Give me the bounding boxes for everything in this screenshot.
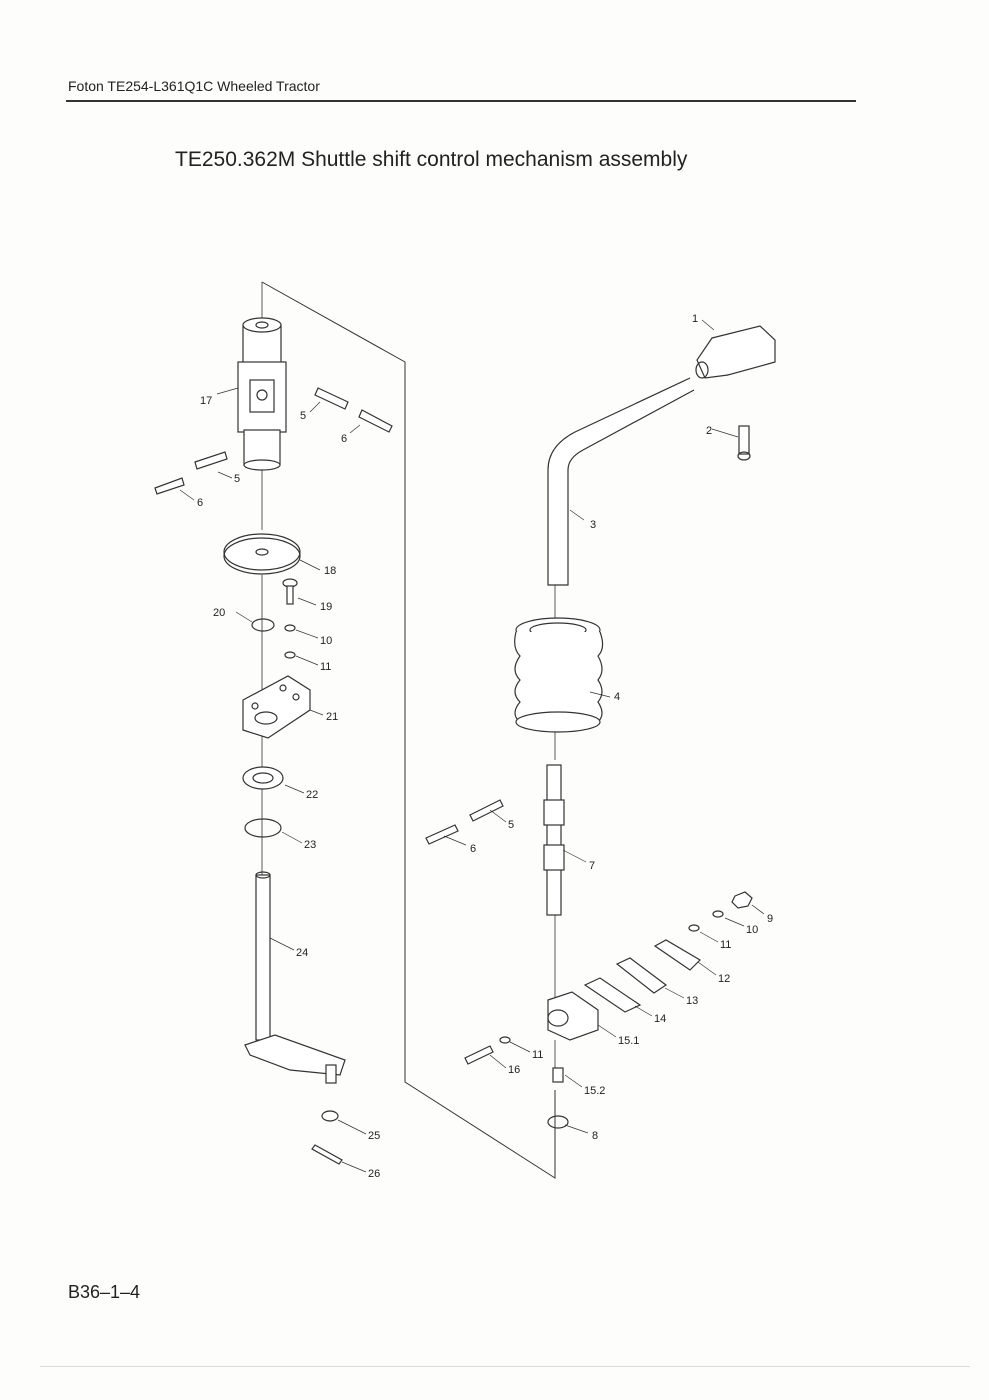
callout-15-2: 15.2 [584,1085,605,1097]
nut-9 [731,891,753,909]
callout-15-1: 15.1 [618,1035,639,1047]
callout-7: 7 [589,860,595,872]
callout-17: 17 [200,395,212,407]
universal-joint-17 [237,317,287,471]
callout-2: 2 [706,425,712,437]
callout-20: 20 [213,607,225,619]
bolt-19 [282,578,298,605]
pin-5a [314,387,349,410]
callout-5c: 5 [508,819,514,831]
washer-10b [712,910,724,918]
washer-11b [688,924,700,932]
callout-11c: 11 [532,1049,543,1061]
callout-26: 26 [368,1168,380,1180]
bearing-22 [242,766,284,790]
pin-6c [425,824,459,845]
washer-11c [499,1036,511,1044]
callout-10b: 10 [746,924,758,936]
shaft-7 [543,764,565,916]
callout-23: 23 [304,839,316,851]
callout-3: 3 [590,519,596,531]
callout-13: 13 [686,995,698,1007]
callout-10a: 10 [320,635,332,647]
washer-8 [547,1115,569,1129]
callout-8: 8 [592,1130,598,1142]
callout-21: 21 [326,711,338,723]
lever-3 [547,377,695,586]
screw-2 [737,425,751,461]
assembly-frame [261,281,556,1179]
circlip-23 [244,818,282,838]
washer-10a [284,624,296,632]
callout-6c: 6 [470,843,476,855]
footer-rule [40,1366,970,1367]
rubber-boot-4 [514,617,604,733]
callout-12: 12 [718,973,730,985]
plate-14 [583,977,642,1013]
callout-5b: 5 [234,473,240,485]
callout-6a: 6 [341,433,347,445]
callout-25: 25 [368,1130,380,1142]
callout-11b: 11 [720,939,731,951]
header-rule [66,100,856,102]
callout-18: 18 [324,565,336,577]
diagram-title: TE250.362M Shuttle shift control mechani… [175,148,688,171]
callout-11a: 11 [320,661,331,673]
pin-5c [469,799,504,822]
bushing-15-2 [552,1067,564,1083]
callout-5a: 5 [300,410,306,422]
bracket-15-1 [547,991,599,1041]
callout-24: 24 [296,947,308,959]
callout-14: 14 [654,1013,666,1025]
callout-16: 16 [508,1064,520,1076]
callout-9: 9 [767,913,773,925]
callout-19: 19 [320,601,332,613]
pin-5b [194,451,228,470]
callout-22: 22 [306,789,318,801]
shaft-24 [244,871,346,1084]
callout-6b: 6 [197,497,203,509]
washer-25 [321,1110,339,1122]
callout-4: 4 [614,691,620,703]
ring-20 [251,618,275,632]
cotter-pin-26 [311,1144,343,1165]
bolt-16 [464,1045,494,1065]
callout-1: 1 [692,313,698,325]
document-header: Foton TE254-L361Q1C Wheeled Tractor [68,78,320,94]
plate-12 [653,939,701,971]
washer-18 [223,533,301,575]
pin-6b [154,477,185,495]
bracket-21 [242,675,311,739]
pin-6a [358,409,393,433]
page-number: B36–1–4 [68,1282,141,1302]
knob-1 [695,325,776,379]
plate-13 [615,957,668,994]
washer-11a [284,651,296,659]
